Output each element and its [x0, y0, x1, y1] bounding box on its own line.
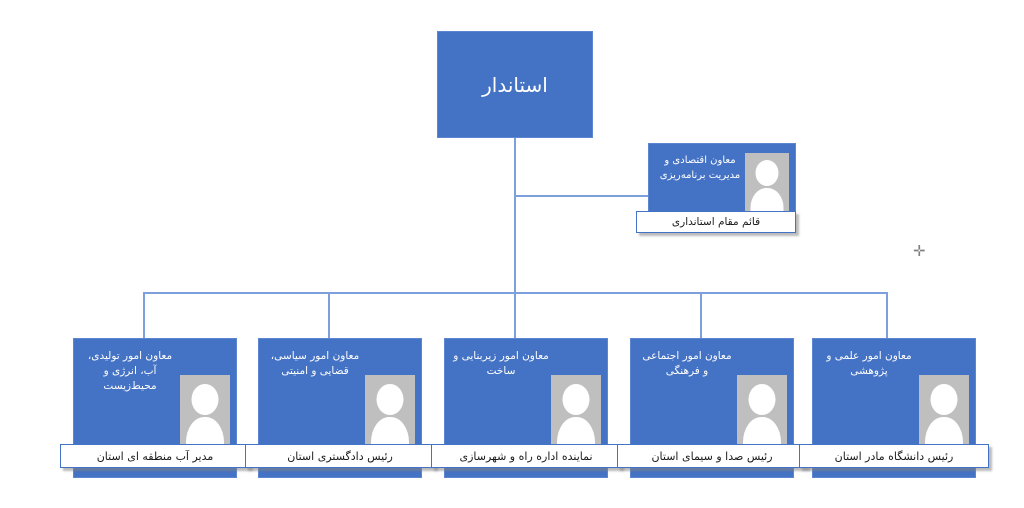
- node-governor[interactable]: استاندار: [437, 31, 593, 138]
- person-avatar-icon: [365, 375, 415, 453]
- node-branch-4[interactable]: معاون امور اجتماعی و فرهنگی رئیس صدا و س…: [617, 338, 807, 478]
- node-economic-deputy-body: معاون اقتصادی و مدیریت برنامه‌ریزی: [648, 143, 796, 220]
- connector-drop-2: [328, 292, 330, 339]
- node-branch-4-caption: رئیس صدا و سیمای استان: [617, 444, 807, 468]
- node-economic-deputy[interactable]: معاون اقتصادی و مدیریت برنامه‌ریزی قائم …: [636, 143, 796, 240]
- plus-marker-icon: ✛: [913, 242, 926, 260]
- node-branch-2-title: معاون امور سیاسی، قضایی و امنیتی: [270, 350, 360, 378]
- node-economic-deputy-title: معاون اقتصادی و مدیریت برنامه‌ریزی: [659, 155, 741, 181]
- connector-drop-5: [886, 292, 888, 339]
- node-governor-label: استاندار: [482, 72, 548, 97]
- person-avatar-icon: [551, 375, 601, 453]
- person-avatar-icon: [737, 375, 787, 453]
- node-branch-1-title: معاون امور تولیدی، آب، انرژی و محیط‌زیست: [87, 350, 173, 393]
- connector-root-to-deputy: [514, 195, 649, 197]
- node-branch-5-caption: رئیس دانشگاه مادر استان: [799, 444, 989, 468]
- person-avatar-icon: [919, 375, 969, 453]
- connector-drop-3: [514, 292, 516, 339]
- node-branch-3-title: معاون امور زیربنایی و ساخت: [453, 350, 549, 378]
- connector-root-stem: [514, 137, 516, 293]
- node-economic-deputy-caption: قائم مقام استانداری: [636, 211, 796, 233]
- node-branch-1[interactable]: معاون امور تولیدی، آب، انرژی و محیط‌زیست…: [60, 338, 250, 478]
- node-branch-3-caption: نماینده اداره راه و شهرسازی: [431, 444, 621, 468]
- node-branch-3[interactable]: معاون امور زیربنایی و ساخت نماینده اداره…: [431, 338, 621, 478]
- node-governor-body: استاندار: [437, 31, 593, 138]
- connector-drop-4: [700, 292, 702, 339]
- node-branch-5-title: معاون امور علمی و پژوهشی: [826, 350, 912, 378]
- person-avatar-icon: [745, 153, 789, 215]
- person-avatar-icon: [180, 375, 230, 453]
- node-branch-4-title: معاون امور اجتماعی و فرهنگی: [642, 350, 732, 378]
- node-branch-1-caption: مدیر آب منطقه ای استان: [60, 444, 250, 468]
- node-branch-2-caption: رئیس دادگستری استان: [245, 444, 435, 468]
- node-branch-5[interactable]: معاون امور علمی و پژوهشی رئیس دانشگاه ما…: [799, 338, 989, 478]
- connector-drop-1: [143, 292, 145, 339]
- node-branch-2[interactable]: معاون امور سیاسی، قضایی و امنیتی رئیس دا…: [245, 338, 435, 478]
